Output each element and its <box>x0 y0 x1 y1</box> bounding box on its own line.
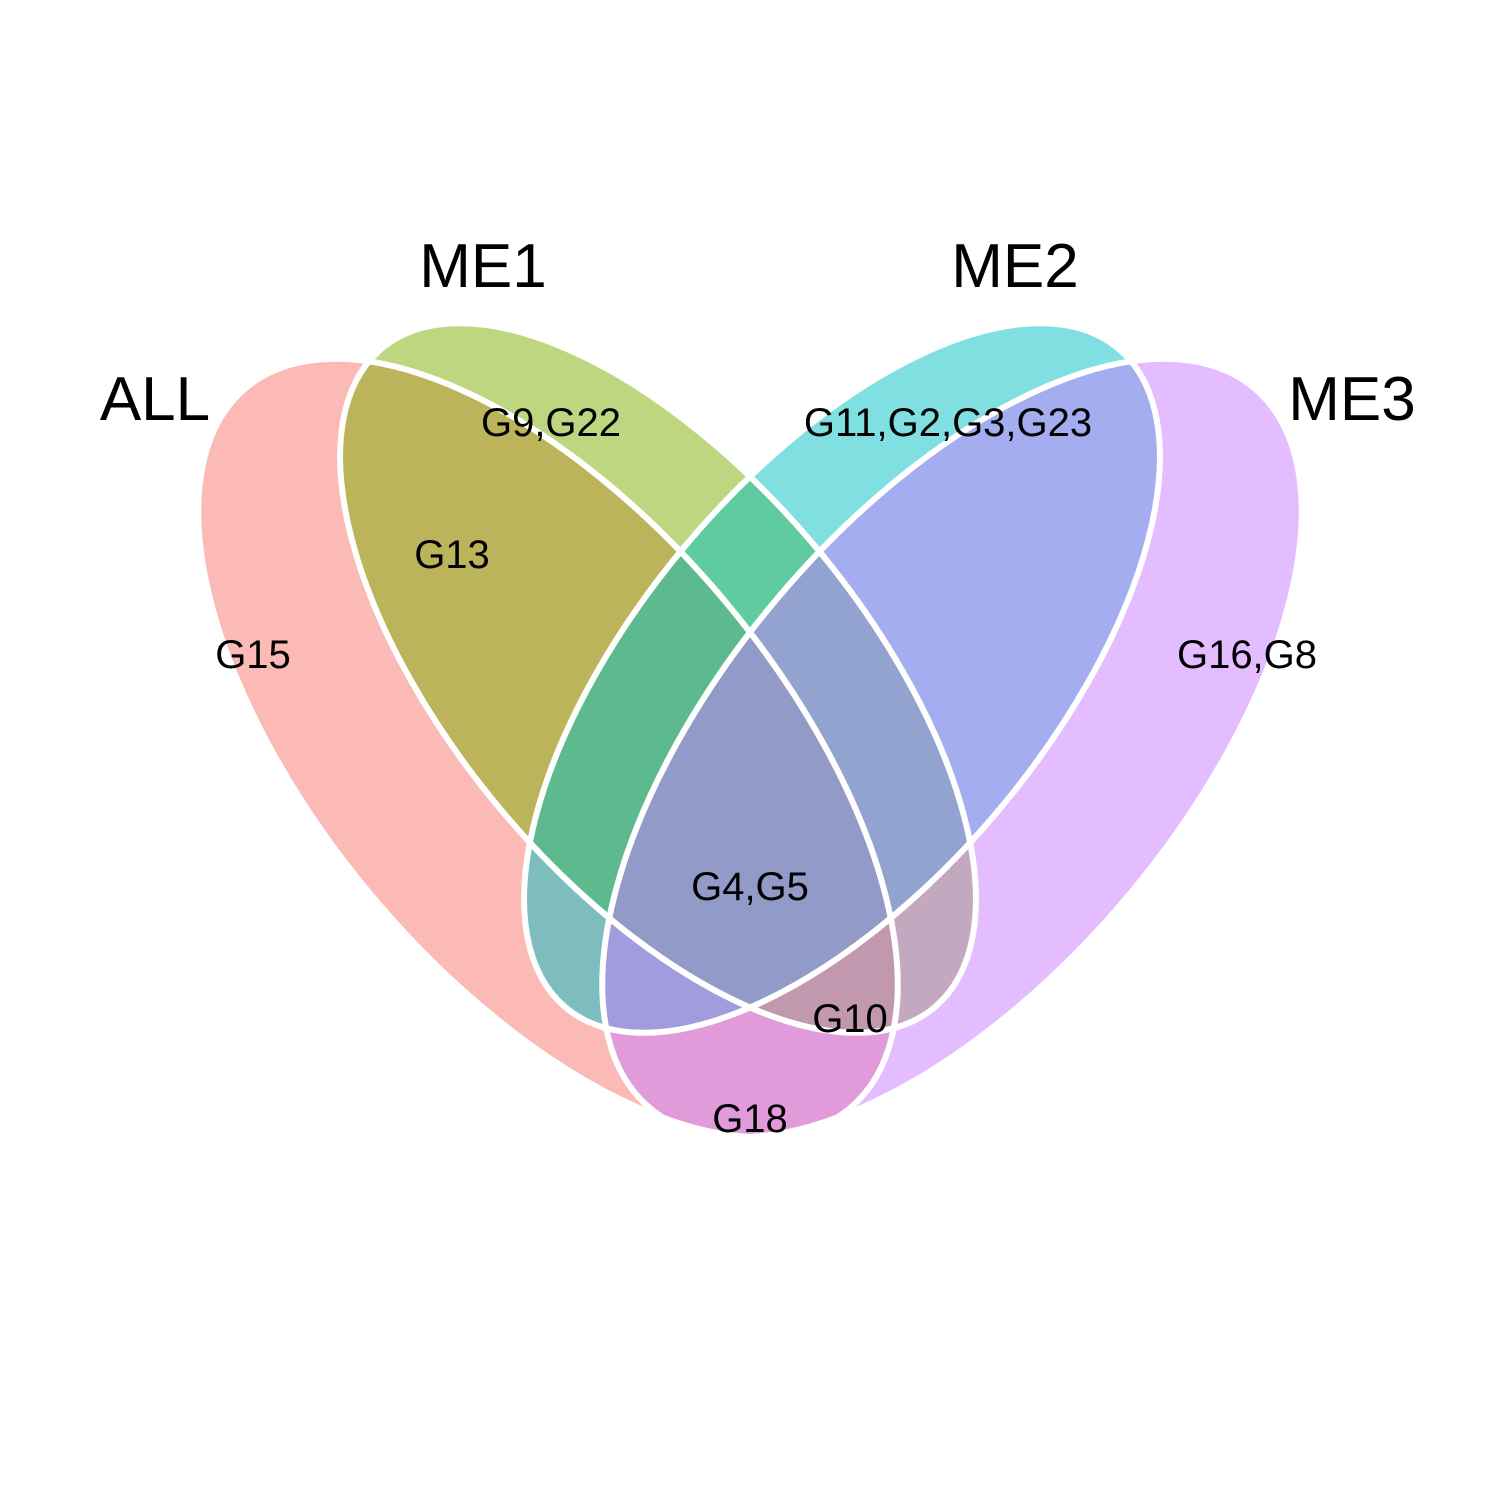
ellipse-me3-outline <box>599 355 1305 1141</box>
ellipse-me1-outline <box>337 320 979 1036</box>
ellipse-me3 <box>602 358 1302 1138</box>
set-ellipse-outlines <box>195 320 1305 1141</box>
set-labels: ALL ME1 ME2 ME3 <box>100 232 1416 434</box>
region-label-all-me1-me3: G10 <box>812 997 888 1041</box>
ellipse-me2-outline <box>521 320 1163 1036</box>
region-label-all-only: G15 <box>215 633 291 677</box>
set-label-me3: ME3 <box>1288 365 1415 434</box>
set-label-me1: ME1 <box>419 232 546 301</box>
region-label-all-me1-me2-me3: G4,G5 <box>691 865 809 909</box>
set-ellipse-fills <box>198 323 1302 1138</box>
set-label-all: ALL <box>100 365 210 434</box>
region-label-me2-only: G11,G2,G3,G23 <box>804 401 1092 445</box>
region-label-all-me1: G13 <box>414 533 490 577</box>
region-label-me3-only: G16,G8 <box>1177 633 1317 677</box>
region-label-all-me3: G18 <box>712 1097 788 1141</box>
set-label-me2: ME2 <box>951 232 1078 301</box>
ellipse-all-outline <box>195 355 901 1141</box>
region-label-me1-only: G9,G22 <box>481 401 621 445</box>
region-labels: G15 G9,G22 G11,G2,G3,G23 G16,G8 G13 G4,G… <box>215 401 1317 1141</box>
